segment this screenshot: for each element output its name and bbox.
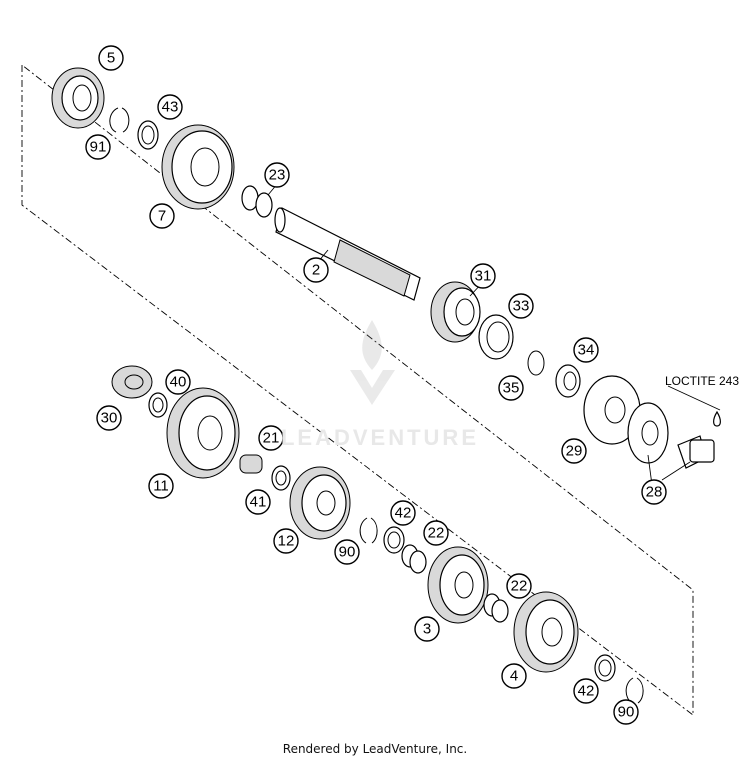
callout-22[interactable]: 22: [423, 520, 449, 546]
seal-part-33[interactable]: [478, 314, 514, 360]
svg-text:7: 7: [158, 208, 166, 225]
svg-text:30: 30: [101, 410, 118, 427]
callout-22-lower[interactable]: 22: [506, 573, 532, 599]
washer-part-40[interactable]: [148, 392, 168, 418]
svg-text:4: 4: [510, 668, 518, 685]
callout-35[interactable]: 35: [498, 375, 524, 401]
callout-3[interactable]: 3: [414, 616, 440, 642]
gear-part-5[interactable]: [51, 67, 105, 129]
callout-12[interactable]: 12: [273, 528, 299, 554]
gear-part-4[interactable]: [513, 591, 579, 673]
svg-text:35: 35: [503, 380, 520, 397]
o-ring-part-35[interactable]: [527, 350, 545, 376]
svg-text:12: 12: [278, 533, 295, 550]
callout-41[interactable]: 41: [245, 489, 271, 515]
callout-90[interactable]: 90: [334, 539, 360, 565]
svg-text:40: 40: [170, 374, 187, 391]
gear-part-12[interactable]: [289, 466, 351, 540]
svg-text:11: 11: [153, 478, 169, 495]
bushing-part-22-lower[interactable]: [483, 593, 509, 623]
callout-29[interactable]: 29: [561, 438, 587, 464]
callout-23[interactable]: 23: [264, 162, 290, 188]
svg-text:2: 2: [312, 262, 320, 279]
svg-text:21: 21: [263, 430, 280, 447]
callout-40[interactable]: 40: [165, 369, 191, 395]
callout-30[interactable]: 30: [96, 405, 122, 431]
circlip-part-90[interactable]: [359, 517, 378, 544]
svg-text:90: 90: [618, 704, 635, 721]
washer-bolt-part-28[interactable]: [627, 402, 715, 469]
svg-text:33: 33: [513, 298, 530, 315]
callout-28[interactable]: 28: [641, 479, 667, 505]
washer-part-42[interactable]: [383, 526, 405, 554]
svg-text:3: 3: [423, 621, 431, 638]
svg-text:41: 41: [250, 494, 267, 511]
loctite-drop-icon: [713, 410, 721, 427]
svg-text:42: 42: [395, 505, 412, 522]
callout-4[interactable]: 4: [501, 663, 527, 689]
callout-7[interactable]: 7: [149, 203, 175, 229]
svg-text:29: 29: [566, 443, 583, 460]
callout-34[interactable]: 34: [573, 337, 599, 363]
svg-text:22: 22: [428, 525, 445, 542]
callout-42-lower[interactable]: 42: [573, 678, 599, 704]
svg-text:23: 23: [269, 167, 286, 184]
callout-5[interactable]: 5: [98, 45, 124, 71]
callout-33[interactable]: 33: [508, 293, 534, 319]
bushing-part-23[interactable]: [241, 185, 273, 218]
svg-text:91: 91: [90, 139, 107, 156]
svg-text:34: 34: [578, 342, 595, 359]
svg-text:31: 31: [475, 268, 492, 285]
callout-90-lower[interactable]: 90: [613, 699, 639, 725]
callout-43[interactable]: 43: [157, 94, 183, 120]
bearing-part-31[interactable]: [430, 281, 481, 343]
assembly-boundary: [21, 64, 694, 716]
loctite-label: LOCTITE 243: [665, 374, 739, 388]
bushing-part-22[interactable]: [401, 544, 427, 574]
callout-2[interactable]: 2: [303, 257, 329, 283]
washer-part-42-lower[interactable]: [594, 654, 616, 682]
callout-31[interactable]: 31: [470, 263, 496, 289]
svg-text:5: 5: [107, 50, 115, 67]
gear-part-11[interactable]: [166, 387, 240, 479]
callout-42[interactable]: 42: [390, 500, 416, 526]
svg-text:90: 90: [339, 544, 356, 561]
washer-part-43[interactable]: [137, 120, 159, 150]
svg-text:42: 42: [578, 683, 595, 700]
gear-part-7[interactable]: [161, 124, 235, 210]
callout-91[interactable]: 91: [85, 134, 111, 160]
callout-21[interactable]: 21: [258, 425, 284, 451]
circlip-part-91[interactable]: [109, 107, 130, 133]
circlip-part-90-lower[interactable]: [625, 677, 644, 704]
gear-part-3[interactable]: [427, 546, 489, 624]
watermark-logo: [350, 320, 395, 405]
washer-part-41[interactable]: [271, 465, 291, 491]
bearing-part-30[interactable]: [111, 365, 153, 399]
svg-text:28: 28: [646, 484, 663, 501]
svg-text:22: 22: [511, 578, 528, 595]
watermark-text: LEADVENTURE: [280, 425, 479, 450]
needle-bearing-part-21[interactable]: [239, 454, 263, 474]
sprocket-part-29[interactable]: [583, 375, 641, 445]
spacer-part-34[interactable]: [555, 364, 581, 398]
svg-text:43: 43: [162, 99, 179, 116]
callout-11[interactable]: 11: [148, 473, 174, 499]
footer-credit: Rendered by LeadVenture, Inc.: [282, 742, 468, 756]
shaft-part-2[interactable]: [274, 207, 421, 301]
